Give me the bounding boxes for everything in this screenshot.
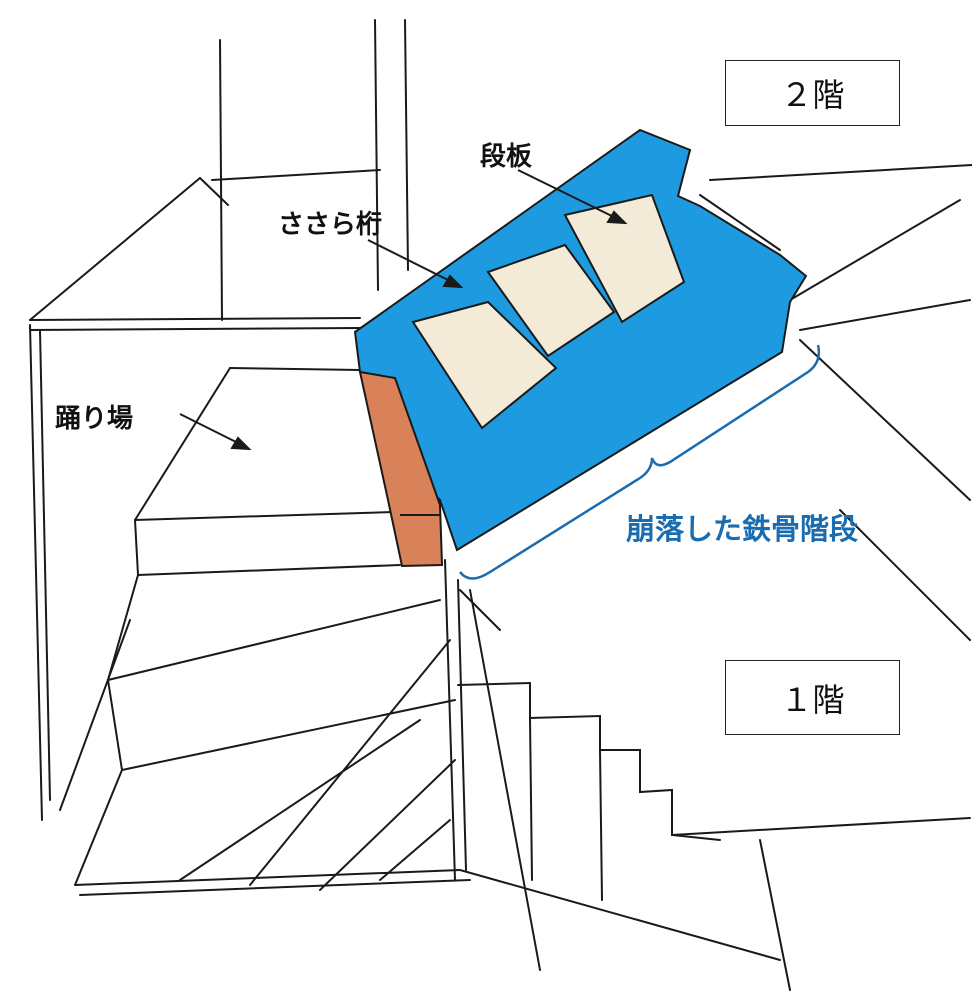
- tread: [563, 193, 686, 324]
- floor-1-label-box: １階: [725, 660, 900, 735]
- treads: [411, 193, 686, 430]
- tread-arrow: [517, 169, 621, 221]
- column: [358, 370, 444, 568]
- landing-label: 踊り場: [55, 404, 134, 434]
- floor-2-label-box: ２階: [725, 60, 900, 126]
- stringer-label: ささら桁: [278, 210, 383, 240]
- floor-1-label: １階: [780, 680, 845, 719]
- tread-label: 段板: [480, 142, 533, 172]
- tread: [411, 300, 558, 430]
- tread: [486, 243, 616, 358]
- collapsed-stair-bracket: [459, 344, 821, 580]
- landing-arrow: [179, 413, 245, 447]
- stringer-arrow: [367, 239, 457, 285]
- sketch-lines: [29, 19, 972, 991]
- floor-2-label: ２階: [780, 76, 845, 114]
- collapsed-stair-label: 崩落した鉄骨階段: [626, 512, 859, 546]
